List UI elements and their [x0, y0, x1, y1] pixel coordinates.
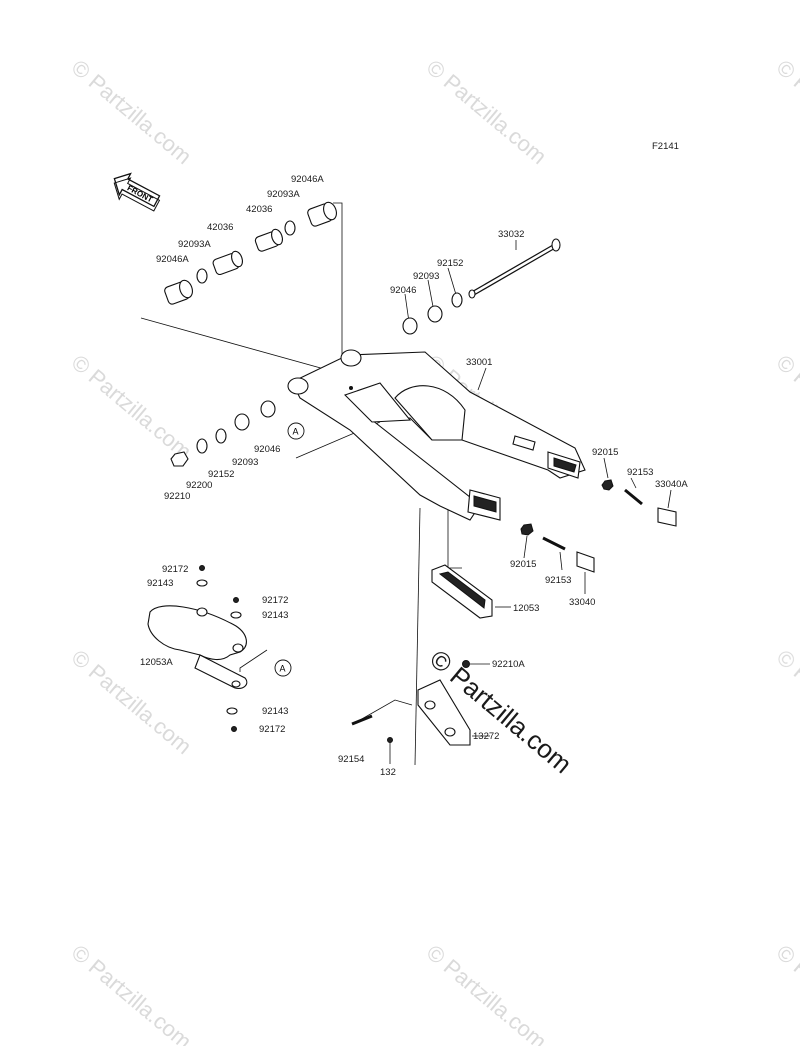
screw-92172-b [233, 597, 239, 603]
callout-a-upper: A [287, 422, 305, 440]
chain-guard [147, 605, 248, 689]
label-washer-92093-top: 92093 [413, 271, 439, 282]
seal-left [196, 268, 208, 284]
label-sleeve-left: 42036 [207, 222, 233, 233]
bolt-92153-right [624, 488, 643, 506]
label-screw-92172-c: 92172 [259, 724, 285, 735]
nut-92210 [170, 451, 189, 467]
label-seal-right: 92093A [267, 189, 300, 200]
label-bolt-132: 132 [380, 767, 396, 778]
watermark: © Partzilla.com [772, 645, 800, 759]
watermark: © Partzilla.com [67, 55, 197, 169]
watermark: © Partzilla.com [67, 940, 197, 1046]
watermark: © Partzilla.com [422, 55, 552, 169]
label-seal-left: 92093A [178, 239, 211, 250]
washer-92152-top [451, 292, 463, 308]
label-bearing-left: 92046A [156, 254, 189, 265]
label-swingarm: 33001 [466, 357, 492, 368]
label-sleeve-right: 42036 [246, 204, 272, 215]
label-nut-92015-lower: 92015 [510, 559, 536, 570]
figure-code: F2141 [652, 141, 679, 152]
label-pivot-shaft: 33032 [498, 229, 524, 240]
watermark: © Partzilla.com [422, 940, 552, 1046]
label-nut-92210: 92210 [164, 491, 190, 502]
bearing-right [307, 201, 337, 227]
screw-92172-a [199, 565, 205, 571]
watermark: © Partzilla.com [772, 55, 800, 169]
label-screw-92172-a: 92172 [162, 564, 188, 575]
label-washer-92046-top: 92046 [390, 285, 416, 296]
washer-92093-top [427, 305, 443, 323]
washer-92143-c [226, 707, 238, 715]
front-arrow-icon: FRONT [113, 172, 161, 212]
pivot-shaft [468, 238, 561, 299]
watermark: © Partzilla.com [772, 940, 800, 1046]
label-bolt-92153-right: 92153 [627, 467, 653, 478]
collar-92200 [196, 438, 208, 454]
washer-92143-a [196, 579, 208, 587]
swingarm [287, 349, 586, 521]
nut-92015-lower [520, 523, 534, 536]
adjuster-33040 [576, 551, 595, 573]
bolt-92153-lower [542, 536, 566, 551]
washer-92046-top [402, 317, 418, 335]
nut-92210A [462, 660, 470, 668]
part-labels: 92046A 92093A 42036 42036 92093A 92046A … [140, 174, 688, 778]
label-washer-92143-b: 92143 [262, 610, 288, 621]
label-nut-92210A: 92210A [492, 659, 525, 670]
label-slipper-12053: 12053 [513, 603, 539, 614]
washer-92143-b [230, 611, 242, 619]
watermark: © Partzilla.com [772, 350, 800, 464]
label-guide-13272: 13272 [473, 731, 499, 742]
label-washer-92143-a: 92143 [147, 578, 173, 589]
watermark-group: © Partzilla.com © Partzilla.com © Partzi… [67, 55, 800, 1046]
label-washer-92152-left: 92152 [208, 469, 234, 480]
label-washer-92093-left: 92093 [232, 457, 258, 468]
label-collar-92200: 92200 [186, 480, 212, 491]
callout-a-lower: A [274, 659, 292, 677]
bolt-132 [387, 737, 393, 743]
sleeve-left [212, 250, 243, 276]
label-washer-92152-top: 92152 [437, 258, 463, 269]
chain-guide [417, 679, 471, 746]
watermark: © Partzilla.com [67, 645, 197, 759]
adjuster-33040A [657, 507, 677, 527]
label-adjuster-33040A: 33040A [655, 479, 688, 490]
callout-letter: A [280, 664, 286, 674]
bolt-92154 [351, 714, 373, 726]
screw-92172-c [231, 726, 237, 732]
nut-92015-right [601, 479, 614, 491]
label-washer-92143-c: 92143 [262, 706, 288, 717]
callout-letter: A [293, 427, 299, 437]
label-bolt-92154: 92154 [338, 754, 364, 765]
label-guard-12053A: 12053A [140, 657, 173, 668]
washer-92046-left [260, 400, 276, 418]
washer-92093-left [234, 413, 250, 431]
label-bolt-92153-lower: 92153 [545, 575, 571, 586]
bearing-left [164, 279, 193, 305]
label-adjuster-33040: 33040 [569, 597, 595, 608]
label-bearing-right: 92046A [291, 174, 324, 185]
label-screw-92172-b: 92172 [262, 595, 288, 606]
washer-92152-left [215, 428, 227, 444]
seal-right [284, 220, 296, 236]
sleeve-right [254, 228, 283, 252]
label-washer-92046-left: 92046 [254, 444, 280, 455]
chain-slipper [431, 564, 493, 619]
watermark: © Partzilla.com [67, 350, 197, 464]
label-nut-92015-right: 92015 [592, 447, 618, 458]
